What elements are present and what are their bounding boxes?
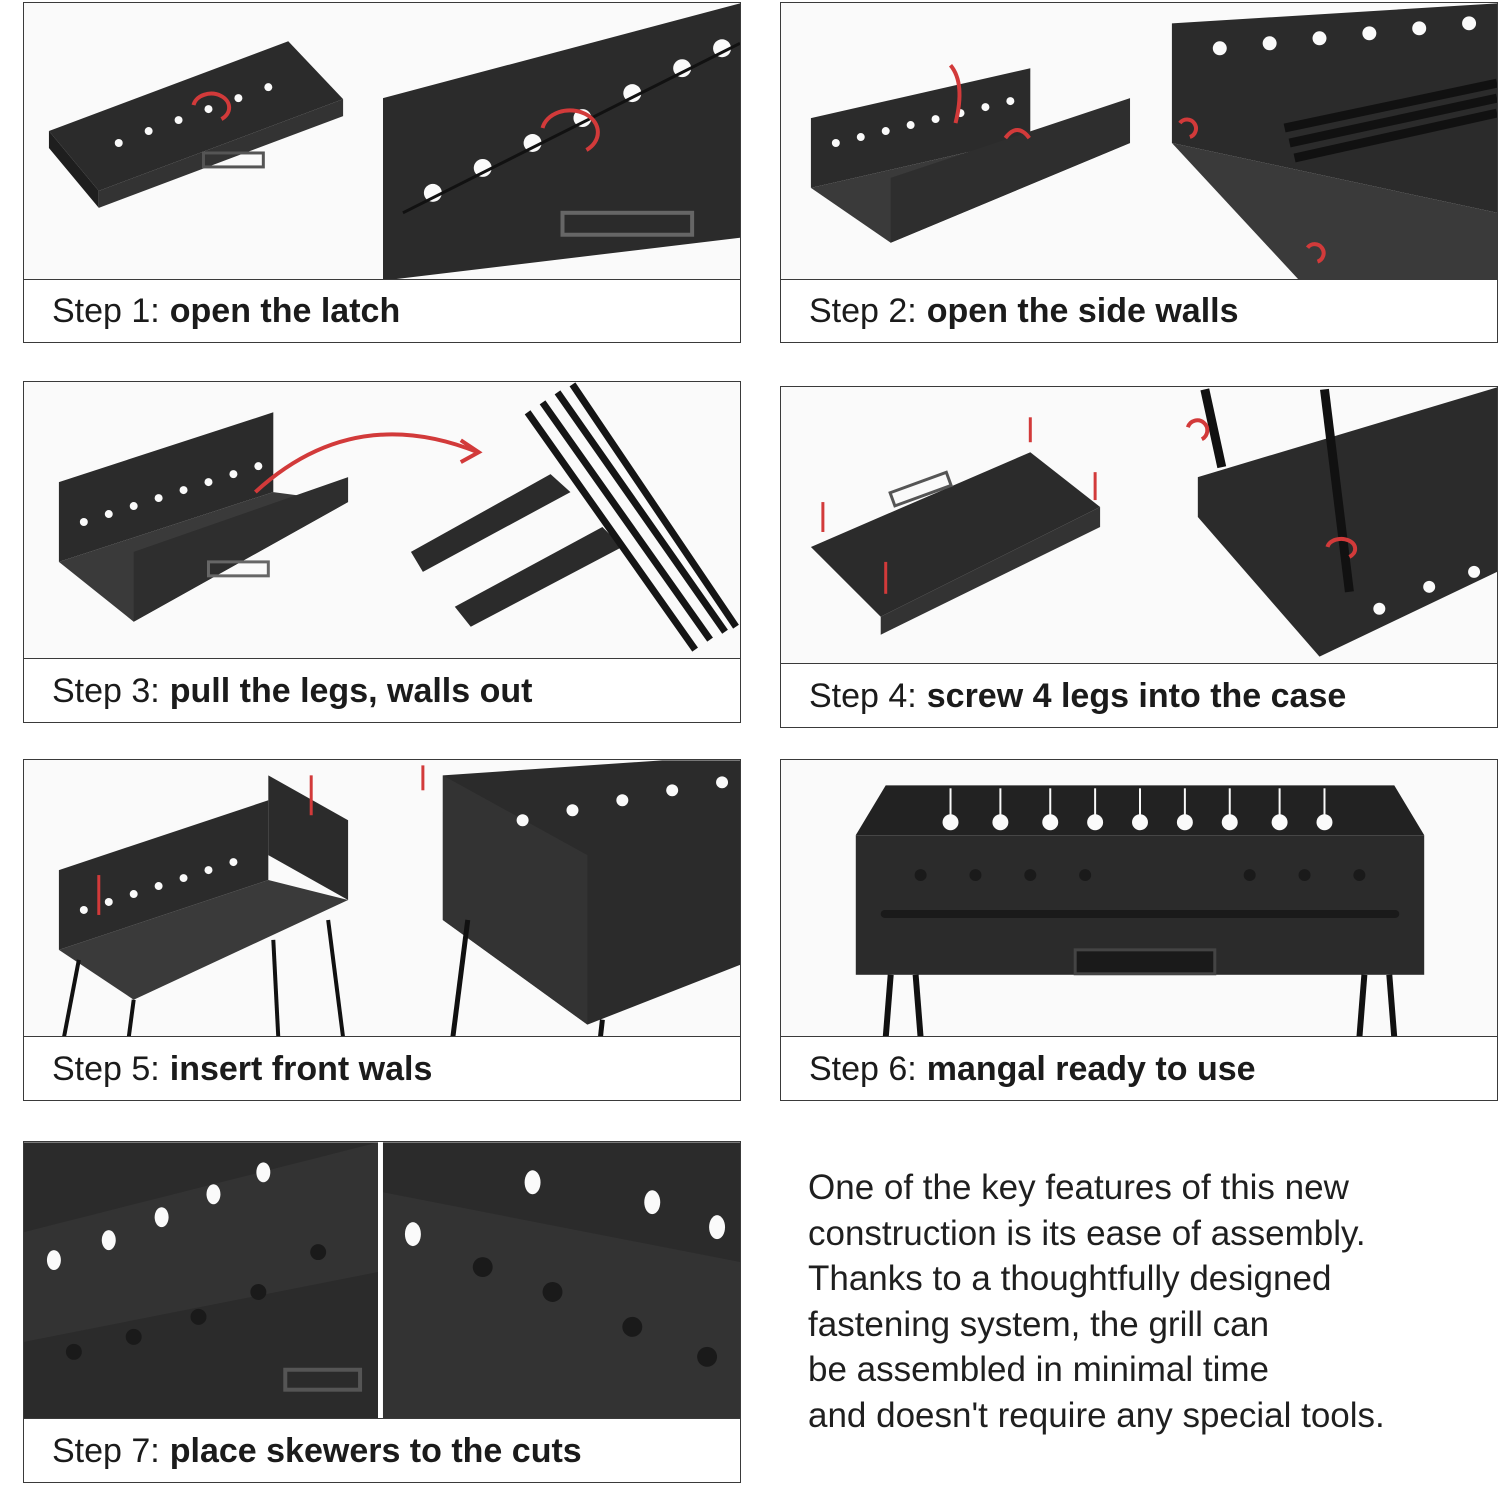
step-6-panel: Step 6: mangal ready to use [780, 759, 1498, 1101]
step-1-illustration [24, 3, 740, 281]
step-4-illustration [781, 387, 1497, 665]
step-label: Step 3: [52, 671, 160, 710]
step-instruction: mangal ready to use [926, 1049, 1256, 1088]
step-1-caption: Step 1: open the latch [24, 279, 740, 342]
step-3-panel: Step 3: pull the legs, walls out [23, 381, 741, 723]
step-3-caption: Step 3: pull the legs, walls out [24, 658, 740, 722]
legs-walls-removal-illustration [58, 382, 739, 652]
step-label: Step 2: [809, 292, 917, 330]
description-line: be assembled in minimal time [808, 1350, 1270, 1389]
assembled-mangal-illustration [855, 785, 1425, 1038]
step-4-panel: Step 4: screw 4 legs into the case [780, 386, 1498, 728]
grill-side-walls-illustration [810, 3, 1497, 281]
step-6-illustration [781, 760, 1497, 1038]
step-label: Step 7: [52, 1431, 160, 1470]
step-instruction: screw 4 legs into the case [926, 676, 1347, 715]
step-5-panel: Step 5: insert front wals [23, 759, 741, 1101]
step-label: Step 1: [52, 292, 160, 330]
step-3-illustration [24, 382, 740, 660]
skewer-cuts-closeup-illustration [24, 1142, 740, 1420]
step-label: Step 6: [809, 1049, 917, 1088]
step-1-panel: Step 1: open the latch [23, 2, 741, 343]
step-instruction: place skewers to the cuts [169, 1431, 582, 1470]
step-2-caption: Step 2: open the side walls [781, 279, 1497, 342]
step-7-caption: Step 7: place skewers to the cuts [24, 1418, 740, 1482]
step-2-illustration [781, 3, 1497, 281]
assembly-description: One of the key features of this new cons… [808, 1165, 1468, 1438]
description-line: and doesn't require any special tools. [808, 1395, 1385, 1435]
step-5-caption: Step 5: insert front wals [24, 1036, 740, 1100]
description-line: One of the key features of this new [808, 1168, 1349, 1207]
step-label: Step 5: [52, 1049, 160, 1088]
step-2-panel: Step 2: open the side walls [780, 2, 1498, 343]
insert-front-walls-illustration [58, 760, 740, 1038]
grill-case-closed-illustration [48, 3, 740, 281]
step-7-illustration [24, 1142, 740, 1420]
step-instruction: open the latch [169, 292, 401, 330]
description-line: fastening system, the grill can [808, 1304, 1270, 1344]
description-line: construction is its ease of assembly. [808, 1213, 1366, 1253]
step-instruction: pull the legs, walls out [169, 671, 533, 710]
step-instruction: insert front wals [169, 1049, 433, 1088]
step-4-caption: Step 4: screw 4 legs into the case [781, 663, 1497, 727]
step-instruction: open the side walls [926, 292, 1239, 330]
step-5-illustration [24, 760, 740, 1038]
step-7-panel: Step 7: place skewers to the cuts [23, 1141, 741, 1483]
screw-legs-illustration [810, 387, 1497, 657]
step-label: Step 4: [809, 676, 917, 715]
step-6-caption: Step 6: mangal ready to use [781, 1036, 1497, 1100]
description-line: Thanks to a thoughtfully designed [808, 1259, 1332, 1298]
